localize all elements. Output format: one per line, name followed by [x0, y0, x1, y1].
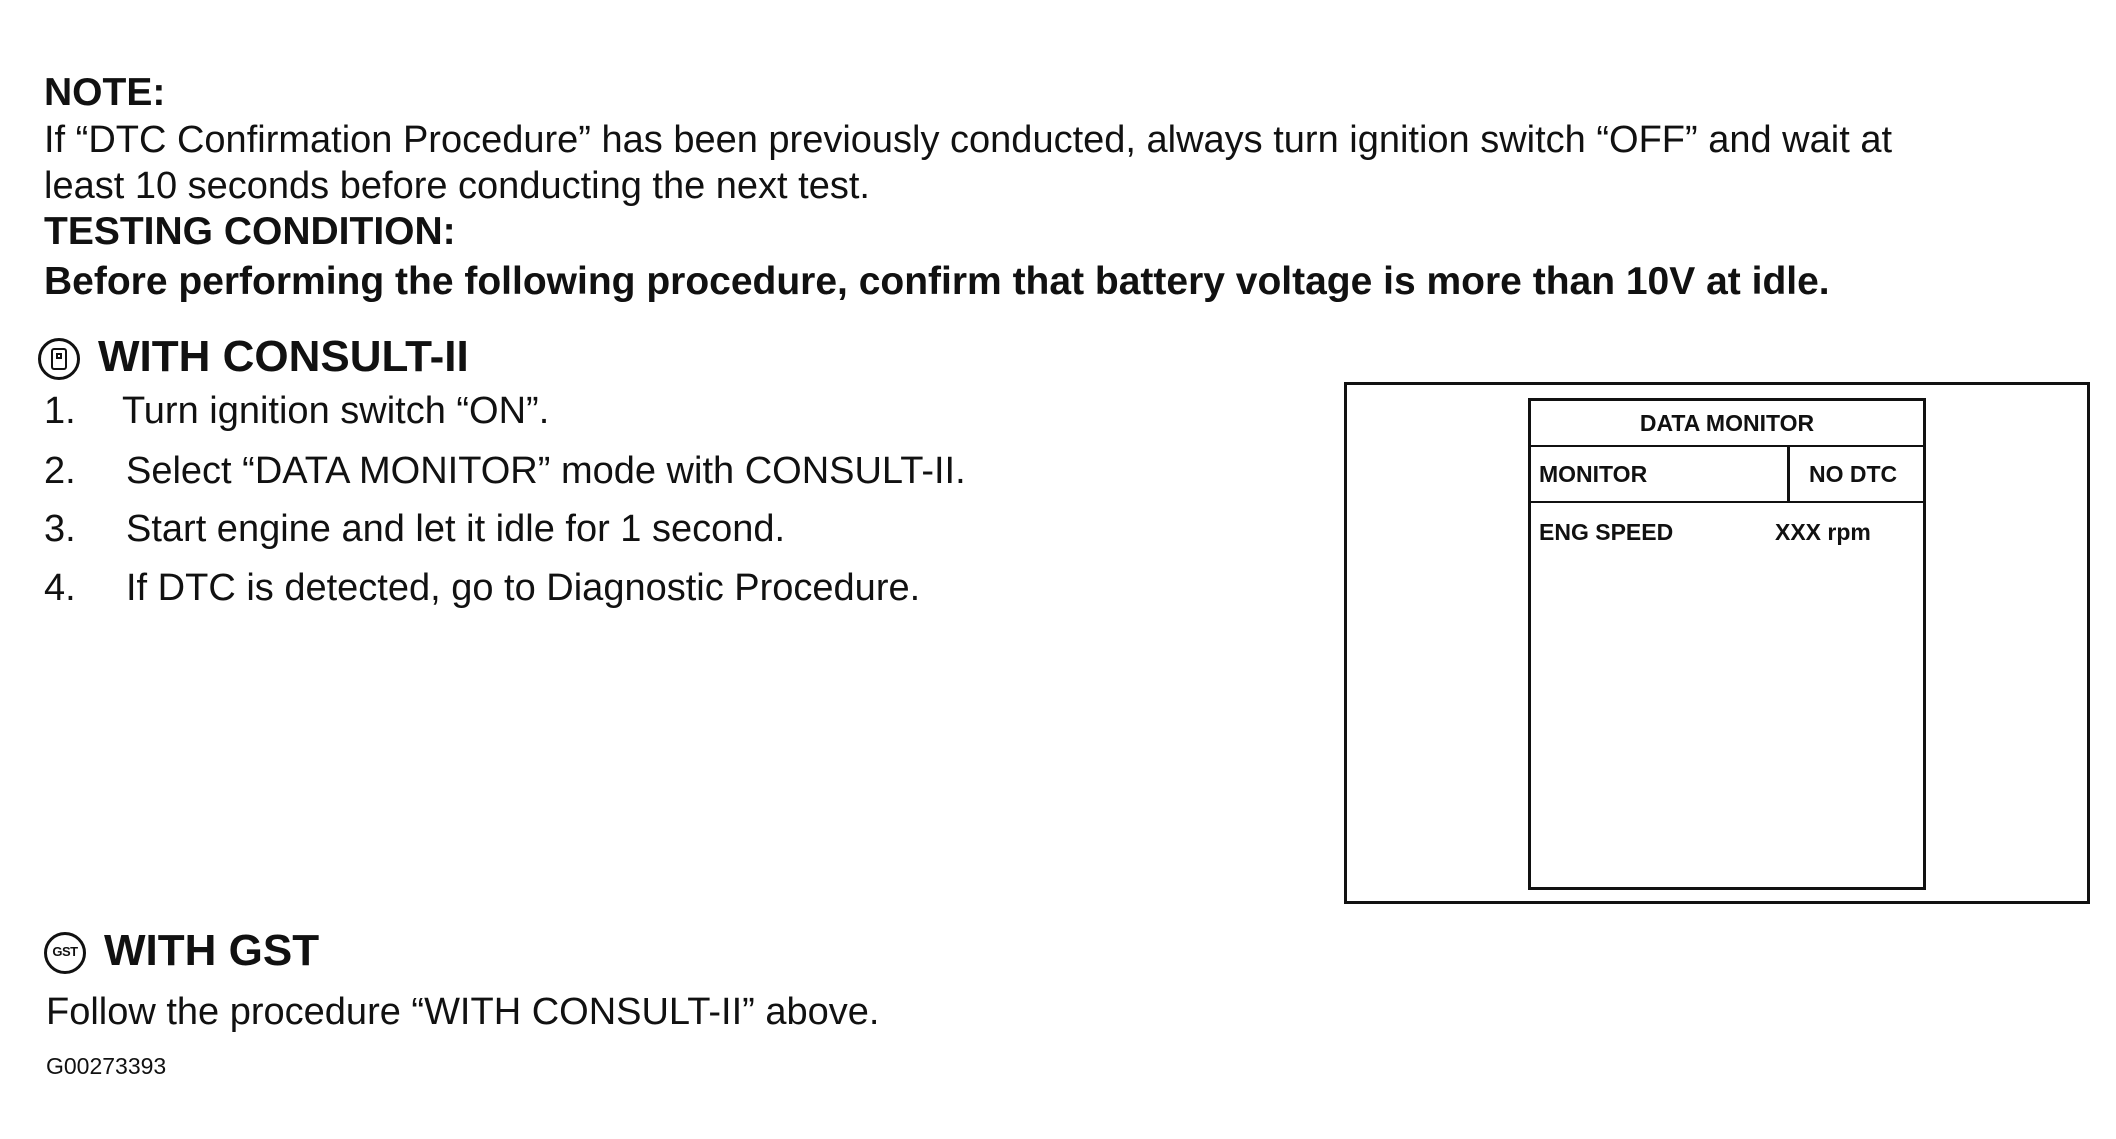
eng-speed-value: XXX rpm: [1775, 519, 1871, 545]
step-text: Start engine and let it idle for 1 secon…: [126, 508, 786, 550]
consult-icon: [38, 338, 80, 380]
step-3: 3. Start engine and let it idle for 1 se…: [44, 506, 1194, 552]
dtc-status: NO DTC: [1809, 461, 1898, 487]
consult-heading: WITH CONSULT-II: [98, 332, 469, 381]
testing-condition-text: Before performing the following procedur…: [44, 260, 1830, 303]
gst-text: Follow the procedure “WITH CONSULT-II” a…: [46, 991, 880, 1033]
step-text: Select “DATA MONITOR” mode with CONSULT-…: [126, 450, 966, 492]
data-monitor-screen: DATA MONITOR MONITOR NO DTC ENG SPEED XX…: [1528, 398, 1926, 890]
header-divider: [1787, 447, 1790, 501]
step-number: 3.: [44, 508, 76, 550]
step-1: 1. Turn ignition switch “ON”.: [44, 388, 1194, 434]
gst-heading: WITH GST: [104, 926, 320, 975]
step-text: Turn ignition switch “ON”.: [122, 390, 550, 432]
step-2: 2. Select “DATA MONITOR” mode with CONSU…: [44, 448, 1194, 494]
note-line-1: If “DTC Confirmation Procedure” has been…: [44, 119, 1893, 161]
data-monitor-figure: [1344, 382, 2090, 904]
eng-speed-label: ENG SPEED: [1539, 519, 1674, 545]
step-number: 1.: [44, 390, 76, 432]
step-text: If DTC is detected, go to Diagnostic Pro…: [126, 567, 921, 609]
note-line-2: least 10 seconds before conducting the n…: [44, 165, 870, 207]
step-number: 4.: [44, 567, 76, 609]
note-heading: NOTE:: [44, 71, 166, 114]
step-4: 4. If DTC is detected, go to Diagnostic …: [44, 565, 1194, 611]
testing-condition-heading: TESTING CONDITION:: [44, 210, 456, 253]
step-number: 2.: [44, 450, 76, 492]
data-monitor-title: DATA MONITOR: [1531, 401, 1923, 447]
gst-icon: GST: [44, 932, 86, 974]
data-monitor-header-row: MONITOR NO DTC: [1531, 447, 1923, 503]
gst-icon-text: GST: [52, 944, 78, 959]
monitor-label: MONITOR: [1539, 461, 1648, 487]
figure-id: G00273393: [46, 1053, 167, 1079]
